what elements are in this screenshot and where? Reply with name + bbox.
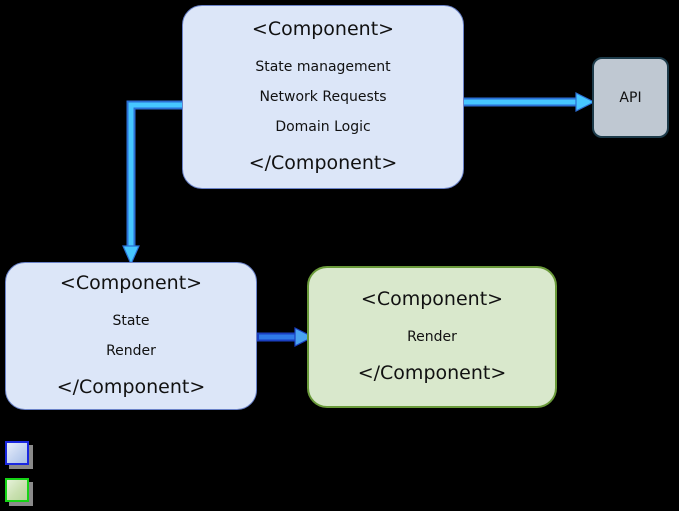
legend-swatch-blue — [5, 441, 29, 465]
render-component-feature-render: Render — [407, 328, 457, 345]
top-component-node[interactable]: <Component> State management Network Req… — [182, 5, 464, 189]
connector-top-component-to-api — [464, 92, 594, 112]
top-component-feature-state-management: State management — [255, 58, 391, 75]
top-component-close-tag: </Component> — [248, 152, 398, 175]
left-component-feature-state: State — [112, 312, 150, 329]
top-component-feature-network-requests: Network Requests — [259, 88, 387, 105]
left-component-node[interactable]: <Component> State Render </Component> — [5, 262, 257, 410]
left-component-close-tag: </Component> — [56, 376, 206, 399]
api-node[interactable]: API — [592, 57, 669, 138]
connector-left-component-to-render-component — [257, 327, 313, 347]
api-node-label: API — [619, 89, 642, 106]
render-component-open-tag: <Component> — [360, 288, 504, 311]
left-component-open-tag: <Component> — [59, 272, 203, 295]
render-component-node[interactable]: <Component> Render </Component> — [307, 266, 557, 408]
top-component-feature-domain-logic: Domain Logic — [275, 119, 371, 136]
top-component-open-tag: <Component> — [251, 18, 395, 41]
render-component-close-tag: </Component> — [357, 362, 507, 385]
legend-swatch-green — [5, 478, 29, 502]
left-component-feature-render: Render — [106, 343, 156, 359]
connector-top-component-to-left-component — [122, 100, 186, 266]
